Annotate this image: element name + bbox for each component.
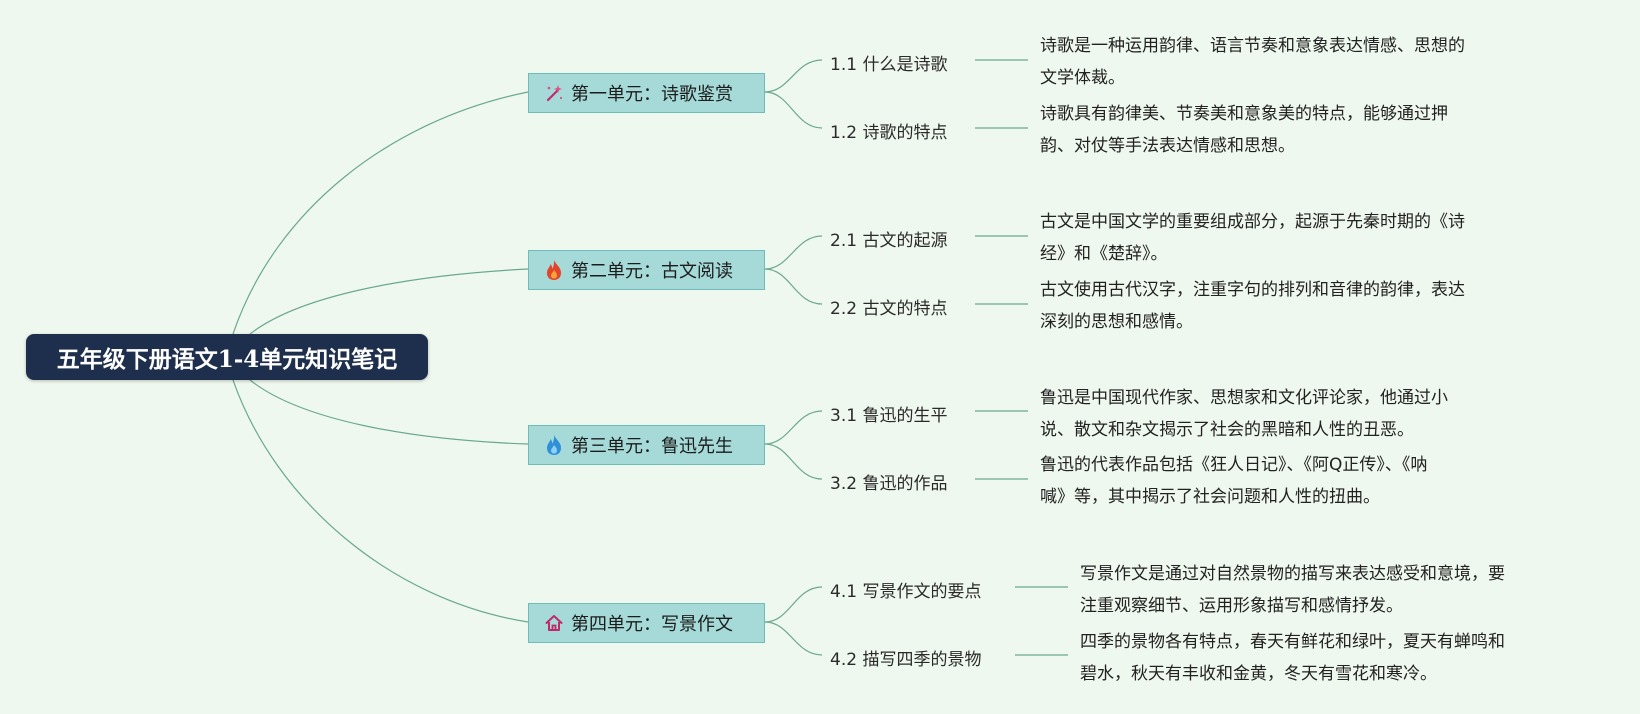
topic-4-1[interactable]: 4.1 写景作文的要点 <box>830 582 982 602</box>
home-icon <box>543 612 565 634</box>
unit-2-to-topic-1-line <box>764 235 823 270</box>
unit-label: 第四单元：写景作文 <box>571 614 733 635</box>
unit-4-to-topic-1-line <box>764 586 823 623</box>
root-title: 五年级下册语文1-4单元知识笔记 <box>56 346 398 373</box>
unit-1-to-topic-2-line <box>764 91 823 129</box>
root-to-unit-4-line <box>232 379 529 623</box>
unit-label: 第二单元：古文阅读 <box>571 261 733 282</box>
unit-node-2[interactable]: 第二单元：古文阅读 <box>528 250 765 290</box>
topic-4-2[interactable]: 4.2 描写四季的景物 <box>830 650 982 670</box>
topic-2-1[interactable]: 2.1 古文的起源 <box>830 231 948 251</box>
unit-node-1[interactable]: 第一单元：诗歌鉴赏 <box>528 73 765 113</box>
topic-3-2-description: 鲁迅的代表作品包括《狂人日记》、《阿Q正传》、《呐 喊》等，其中揭示了社会问题和… <box>1040 455 1428 507</box>
topic-4-1-description: 写景作文是通过对自然景物的描写来表达感受和意境，要 注重观察细节、运用形象描写和… <box>1080 564 1505 616</box>
unit-node-4[interactable]: 第四单元：写景作文 <box>528 603 765 643</box>
topic-2-2[interactable]: 2.2 古文的特点 <box>830 299 948 319</box>
topic-1-2[interactable]: 1.2 诗歌的特点 <box>830 123 948 143</box>
topic-1-2-description: 诗歌具有韵律美、节奏美和意象美的特点，能够通过押 韵、对仗等手法表达情感和思想。 <box>1040 104 1448 156</box>
topic-3-1[interactable]: 3.1 鲁迅的生平 <box>830 406 948 426</box>
drop-flame-icon <box>543 434 565 456</box>
unit-2-to-topic-2-line <box>764 268 823 305</box>
root-to-unit-2-line <box>249 268 529 335</box>
unit-4-to-topic-2-line <box>764 621 823 656</box>
topic-3-2[interactable]: 3.2 鲁迅的作品 <box>830 474 948 494</box>
magic-wand-icon <box>543 82 565 104</box>
unit-label: 第三单元：鲁迅先生 <box>571 436 733 457</box>
root-node[interactable]: 五年级下册语文1-4单元知识笔记 <box>26 334 428 380</box>
topic-4-2-description: 四季的景物各有特点，春天有鲜花和绿叶，夏天有蝉鸣和 碧水，秋天有丰收和金黄，冬天… <box>1080 632 1505 684</box>
topic-1-1[interactable]: 1.1 什么是诗歌 <box>830 55 948 75</box>
topic-3-1-description: 鲁迅是中国现代作家、思想家和文化评论家，他通过小 说、散文和杂文揭示了社会的黑暗… <box>1040 388 1448 440</box>
unit-1-to-topic-1-line <box>764 59 823 93</box>
unit-node-3[interactable]: 第三单元：鲁迅先生 <box>528 425 765 465</box>
topic-2-1-description: 古文是中国文学的重要组成部分，起源于先秦时期的《诗 经》和《楚辞》。 <box>1040 212 1465 264</box>
unit-3-to-topic-1-line <box>764 410 823 445</box>
root-to-unit-1-line <box>232 91 529 335</box>
fire-icon <box>543 259 565 281</box>
topic-2-2-description: 古文使用古代汉字，注重字句的排列和音律的韵律，表达 深刻的思想和感情。 <box>1040 280 1465 332</box>
unit-3-to-topic-2-line <box>764 443 823 480</box>
unit-label: 第一单元：诗歌鉴赏 <box>571 84 733 105</box>
topic-1-1-description: 诗歌是一种运用韵律、语言节奏和意象表达情感、思想的 文学体裁。 <box>1040 36 1465 88</box>
root-to-unit-3-line <box>249 379 529 445</box>
